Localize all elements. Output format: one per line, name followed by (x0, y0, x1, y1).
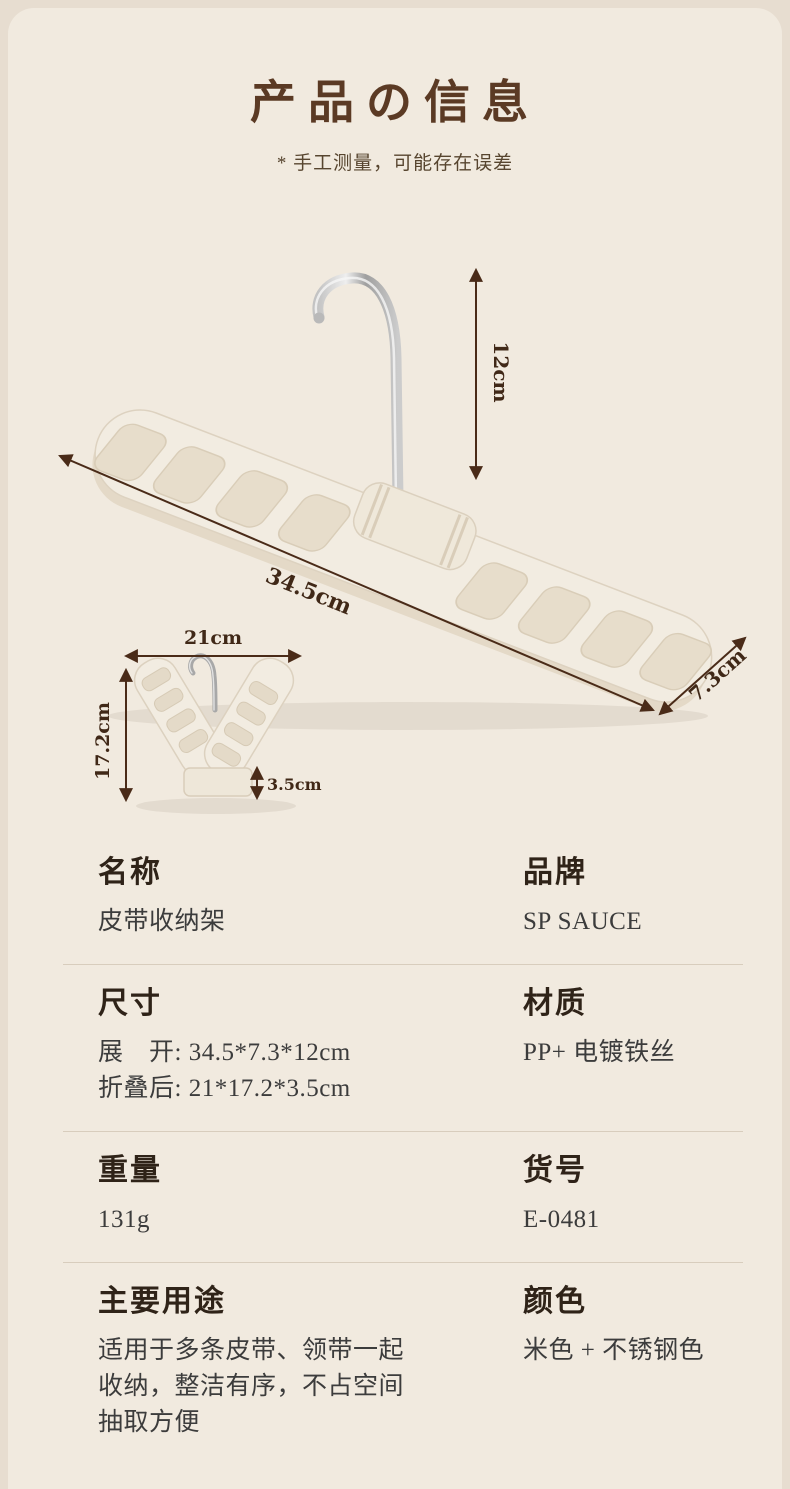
spec-cell-material: 材质 PP+ 电镀铁丝 (523, 985, 743, 1107)
product-illustration: 12cm 34.5cm 7.3cm 21cm 17.2cm 3.5cm (58, 267, 751, 814)
spec-cell-brand: 品牌 SP SAUCE (523, 854, 743, 940)
spec-cell-color: 颜色 米色 + 不锈钢色 (523, 1283, 743, 1441)
spec-label-usage: 主要用途 (98, 1285, 226, 1318)
spec-row-usage-color: 主要用途 适用于多条皮带、领带一起 收纳，整洁有序，不占空间 抽取方便 颜色 米… (63, 1263, 743, 1465)
spec-row-name-brand: 名称 皮带收纳架 品牌 SP SAUCE (63, 834, 743, 965)
dimension-label-folded-thickness: 3.5cm (267, 775, 322, 794)
product-info-card: 产品の信息 * 手工测量，可能存在误差 (8, 8, 782, 1489)
spec-label-color: 颜色 (523, 1285, 587, 1318)
dimension-arrow-length (58, 454, 655, 712)
spec-label-size: 尺寸 (98, 987, 162, 1020)
spec-value-material: PP+ 电镀铁丝 (523, 1039, 676, 1066)
spec-value-itemno: E-0481 (523, 1206, 600, 1233)
spec-label-weight: 重量 (98, 1154, 162, 1187)
spec-value-usage-line3: 抽取方便 (98, 1409, 201, 1436)
spec-value-brand: SP SAUCE (523, 908, 643, 935)
folded-base (183, 767, 253, 797)
dimension-label-folded-width: 21cm (184, 627, 242, 649)
dimension-label-folded-height: 17.2cm (92, 702, 114, 780)
spec-value-usage-line2: 收纳，整洁有序，不占空间 (98, 1373, 405, 1400)
spec-cell-name: 名称 皮带收纳架 (98, 854, 523, 940)
spec-cell-size: 尺寸 展 开: 34.5*7.3*12cm 折叠后: 21*17.2*3.5cm (98, 985, 523, 1107)
folded-rack-shadow (136, 798, 296, 814)
spec-value-weight: 131g (98, 1206, 150, 1233)
spec-cell-weight: 重量 131g (98, 1152, 523, 1238)
spec-row-weight-itemno: 重量 131g 货号 E-0481 (63, 1132, 743, 1263)
product-diagram: 12cm 34.5cm 7.3cm 21cm 17.2cm 3.5cm (8, 238, 790, 838)
spec-cell-itemno: 货号 E-0481 (523, 1152, 743, 1238)
measurement-note: * 手工测量，可能存在误差 (276, 153, 514, 174)
spec-value-size-open: 展 开: 34.5*7.3*12cm (98, 1039, 351, 1066)
spec-label-itemno: 货号 (523, 1154, 587, 1187)
page-title: 产品の信息 (250, 77, 540, 128)
hanger-hook-icon (312, 272, 404, 506)
spec-value-size-folded: 折叠后: 21*17.2*3.5cm (98, 1075, 351, 1102)
spec-value-usage-line1: 适用于多条皮带、领带一起 (98, 1337, 405, 1364)
dimension-label-height: 12cm (489, 341, 513, 402)
spec-label-brand: 品牌 (523, 856, 587, 889)
spec-value-color: 米色 + 不锈钢色 (523, 1337, 705, 1364)
spec-value-name: 皮带收纳架 (98, 908, 226, 935)
spec-table: 名称 皮带收纳架 品牌 SP SAUCE 尺寸 展 开: 34.5*7.3*12… (63, 834, 743, 1465)
spec-label-name: 名称 (98, 856, 162, 889)
spec-cell-usage: 主要用途 适用于多条皮带、领带一起 收纳，整洁有序，不占空间 抽取方便 (98, 1283, 523, 1441)
spec-row-size-material: 尺寸 展 开: 34.5*7.3*12cm 折叠后: 21*17.2*3.5cm… (63, 965, 743, 1132)
dimension-arrow-depth (658, 636, 747, 716)
spec-label-material: 材质 (523, 987, 587, 1020)
dimension-arrows (58, 267, 747, 803)
